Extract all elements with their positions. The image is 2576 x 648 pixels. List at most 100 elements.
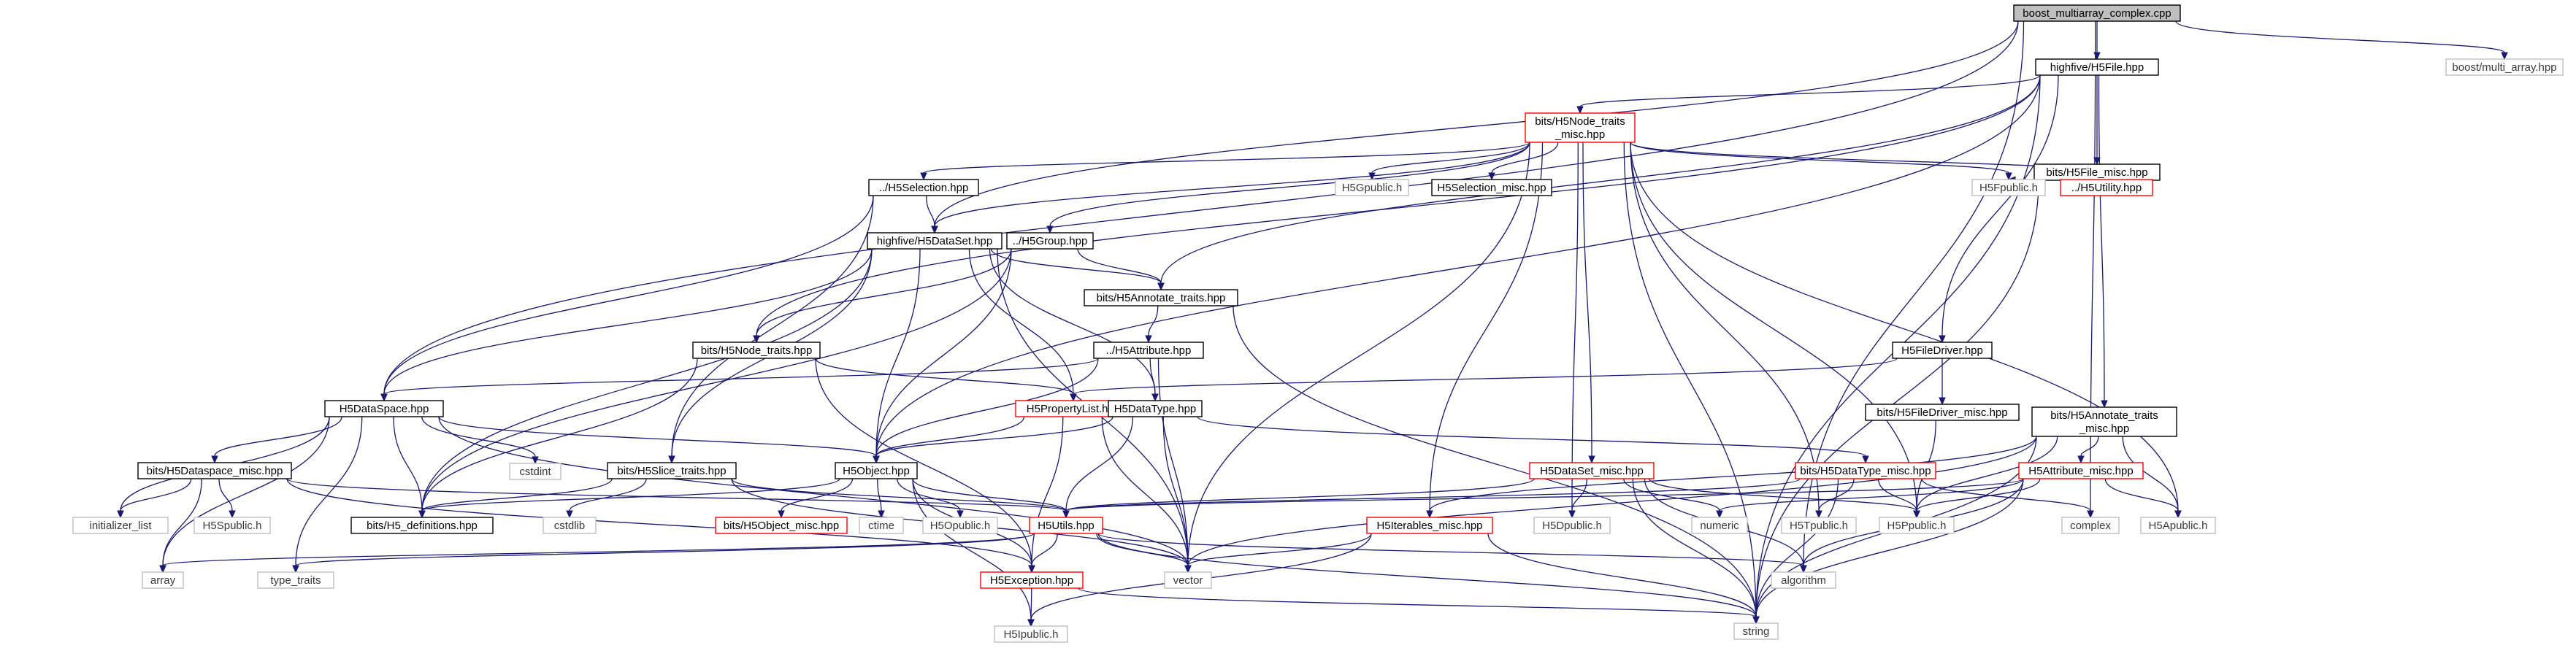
- edge-arrowhead: [1028, 565, 1035, 574]
- edge-attributemisc-to-h5ppublic: [1913, 478, 2041, 519]
- node-h5selection[interactable]: ../H5Selection.hpp: [868, 179, 979, 196]
- node-typetraits: type_traits: [257, 571, 334, 589]
- edge-nodetraitsmisc-to-h5apublic: [1630, 142, 2182, 519]
- edge-line: [815, 358, 1032, 566]
- node-box: [1771, 571, 1836, 589]
- edge-arrowhead: [418, 510, 426, 519]
- node-h5filemisc[interactable]: bits/H5File_misc.hpp: [2033, 163, 2161, 181]
- node-h5filedriver[interactable]: H5FileDriver.hpp: [1892, 342, 1993, 359]
- node-datatypemisc[interactable]: bits/H5DataType_misc.hpp: [1795, 462, 1936, 479]
- edge-h5dataset-to-h5object: [873, 248, 921, 464]
- node-label: algorithm: [1781, 574, 1826, 587]
- node-box: [859, 517, 904, 534]
- edge-h5dataspace-to-dataspacemisc: [211, 416, 342, 464]
- node-h5group[interactable]: ../H5Group.hpp: [1006, 232, 1094, 250]
- node-h5dataspace[interactable]: H5DataSpace.hpp: [324, 400, 444, 417]
- node-h5object[interactable]: H5Object.hpp: [835, 462, 918, 479]
- edge-nodetraitsmisc-to-h5ppublic: [1630, 142, 1920, 519]
- edge-line: [1031, 533, 1058, 566]
- node-h5dataset[interactable]: highfive/H5DataSet.hpp: [867, 232, 1003, 250]
- edge-arrowhead: [2077, 455, 2085, 464]
- node-datasetmisc[interactable]: H5DataSet_misc.hpp: [1529, 462, 1655, 479]
- node-annotatemisc[interactable]: bits/H5Annotate_traits_misc.hpp: [2031, 406, 2177, 437]
- edge-propertylist-to-vector: [1101, 416, 1192, 574]
- node-label: string: [1743, 625, 1770, 638]
- node-box: [607, 462, 737, 479]
- edge-slicetraits-to-h5defs: [418, 478, 613, 519]
- node-box: [2035, 58, 2159, 76]
- edge-h5utils-to-algorithm: [1097, 533, 1807, 574]
- node-propertylist[interactable]: H5PropertyList.hpp: [1015, 400, 1132, 417]
- node-box: [137, 462, 292, 479]
- edge-line: [1065, 478, 2024, 512]
- node-h5opublic: H5Opublic.h: [922, 517, 998, 534]
- node-box: [2061, 517, 2120, 534]
- node-box: [2031, 406, 2177, 437]
- edge-line: [671, 195, 874, 457]
- node-root[interactable]: boost_multiarray_complex.cpp: [2013, 4, 2181, 22]
- edge-root-to-h5dataset: [931, 20, 2019, 234]
- edge-line: [756, 248, 1012, 336]
- edge-h5exception-to-string: [1078, 587, 1760, 625]
- edge-line: [1078, 587, 1757, 617]
- node-h5exception[interactable]: H5Exception.hpp: [980, 571, 1084, 589]
- node-box: [1879, 517, 1955, 534]
- node-nodetraitsmisc[interactable]: bits/H5Node_traits_misc.hpp: [1525, 112, 1636, 143]
- node-label: ctime: [868, 520, 894, 532]
- edge-annotatetraits-to-string: [1233, 305, 1760, 625]
- node-box: [1529, 462, 1655, 479]
- node-box: [2013, 4, 2181, 22]
- node-label: bits/H5Annotate_traits.hpp: [1097, 292, 1226, 304]
- node-h5utility[interactable]: ../H5Utility.hpp: [2060, 179, 2153, 196]
- node-annotatetraits[interactable]: bits/H5Annotate_traits.hpp: [1084, 289, 1238, 306]
- edge-line: [214, 416, 342, 457]
- edge-nodetraitsmisc-to-h5selmisc: [1488, 142, 1559, 181]
- edge-line: [1916, 478, 2041, 512]
- edge-h5group-to-nodetraits: [753, 248, 1012, 344]
- edge-arrowhead: [2174, 510, 2182, 519]
- edge-line: [383, 20, 2019, 395]
- node-h5file[interactable]: highfive/H5File.hpp: [2035, 58, 2159, 76]
- edge-line: [1877, 478, 1917, 512]
- edge-slicetraits-to-cstdlib: [566, 478, 647, 519]
- edge-line: [1030, 587, 1032, 620]
- node-attributemisc[interactable]: H5Attribute_misc.hpp: [2018, 462, 2144, 479]
- edge-line: [1632, 478, 1757, 617]
- edge-h5utils-to-array: [159, 533, 1035, 574]
- node-label: bits/H5_definitions.hpp: [367, 520, 478, 532]
- node-nodetraits[interactable]: bits/H5Node_traits.hpp: [692, 342, 821, 359]
- edge-line: [1073, 358, 1898, 395]
- edge-datasetmisc-to-numeric: [1623, 478, 1723, 519]
- edge-h5object-to-h5opublic: [897, 478, 964, 519]
- node-h5datatype[interactable]: H5DataType.hpp: [1108, 400, 1203, 417]
- node-objectmisc[interactable]: bits/H5Object_misc.hpp: [715, 517, 848, 534]
- node-box: [994, 625, 1068, 643]
- node-box: [980, 571, 1084, 589]
- node-iterablesmisc[interactable]: H5Iterables_misc.hpp: [1366, 517, 1493, 534]
- edge-h5filedriver-to-filedrivermisc: [1939, 358, 1946, 406]
- edge-line: [1065, 478, 1535, 512]
- node-h5selmisc[interactable]: H5Selection_misc.hpp: [1431, 179, 1552, 196]
- edge-h5dataset-to-annotatetraits: [990, 248, 1165, 291]
- edge-line: [875, 248, 921, 457]
- edge-arrowhead: [292, 565, 299, 574]
- node-box: [2140, 517, 2216, 534]
- node-label: H5Gpublic.h: [1342, 182, 1403, 194]
- node-h5attribute[interactable]: ../H5Attribute.hpp: [1093, 342, 1204, 359]
- edge-line: [2122, 436, 2179, 512]
- node-h5utils[interactable]: H5Utils.hpp: [1029, 517, 1103, 534]
- node-slicetraits[interactable]: bits/H5Slice_traits.hpp: [607, 462, 737, 479]
- edge-line: [1149, 358, 1156, 395]
- node-box: [257, 571, 334, 589]
- node-label: H5Ppublic.h: [1887, 520, 1947, 532]
- edge-annotatemisc-to-iterablesmisc: [1426, 436, 2037, 519]
- edge-h5attribute-to-h5dataspace: [380, 358, 1099, 402]
- node-h5defs[interactable]: bits/H5_definitions.hpp: [350, 517, 494, 534]
- node-filedrivermisc[interactable]: bits/H5FileDriver_misc.hpp: [1865, 404, 2020, 421]
- edge-arrowhead: [1184, 565, 1192, 574]
- node-label: H5Iterables_misc.hpp: [1376, 520, 1482, 532]
- edge-h5group-to-h5object: [873, 248, 1012, 464]
- node-dataspacemisc[interactable]: bits/H5Dataspace_misc.hpp: [137, 462, 292, 479]
- edge-line: [1630, 142, 1820, 512]
